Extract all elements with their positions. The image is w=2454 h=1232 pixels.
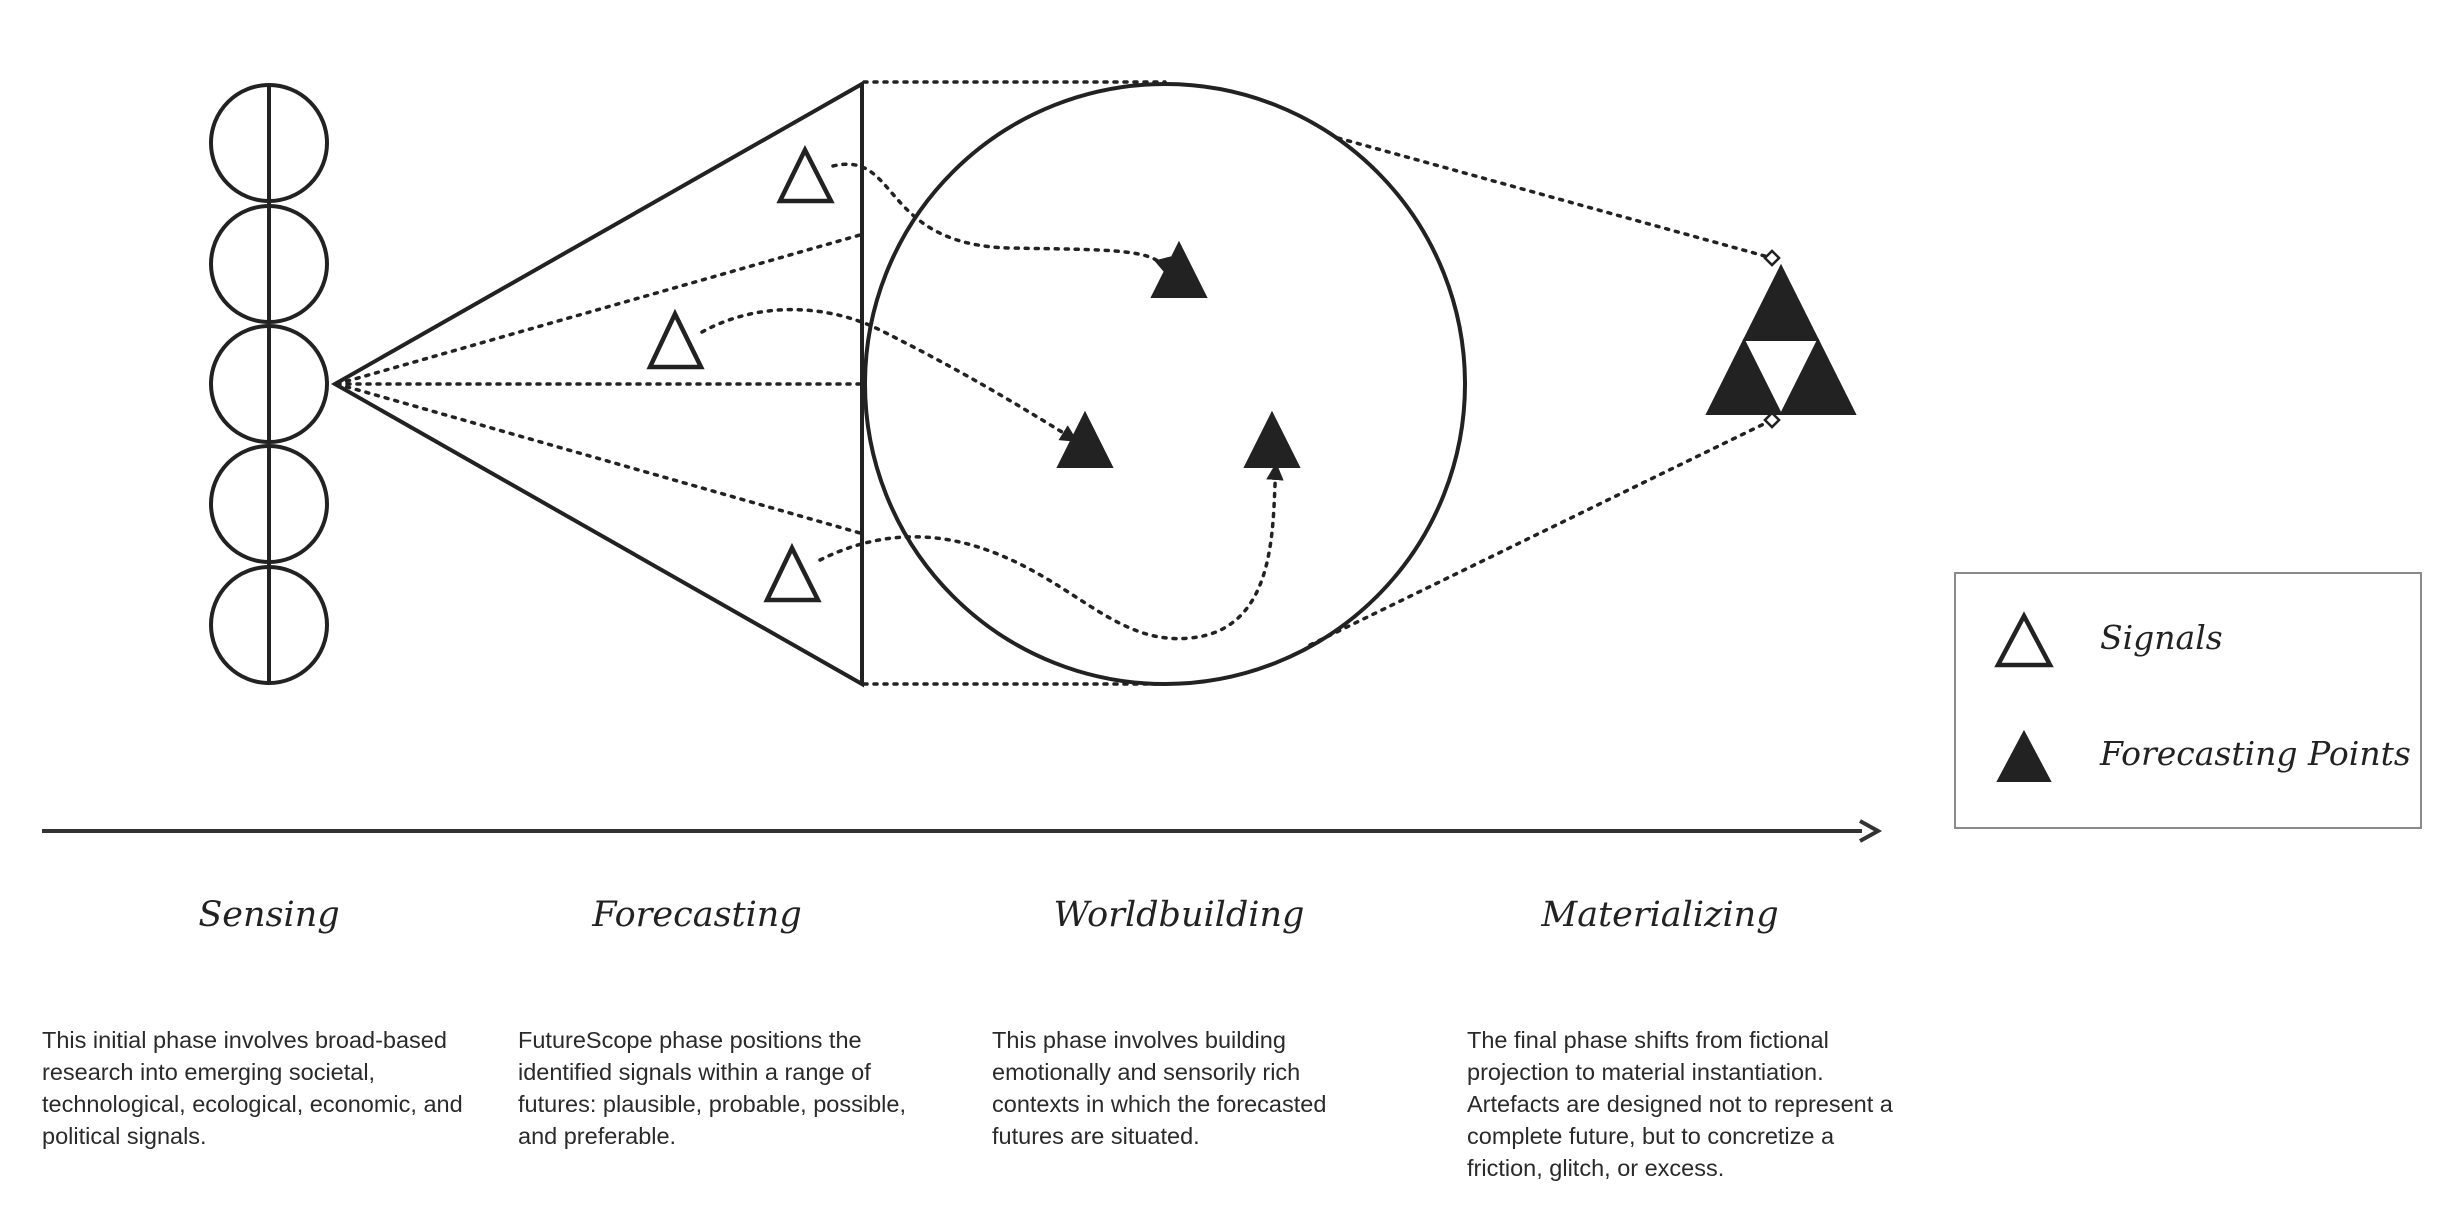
phase-description-sensing: This initial phase involves broad-based … [42, 1027, 463, 1149]
cone-to-world-connectors [862, 80, 1167, 686]
sensing-circles [209, 83, 329, 685]
artefact-triangle-top [1742, 263, 1820, 341]
legend: Signals Forecasting Points [1954, 572, 2422, 829]
legend-label-signals: Signals [2100, 618, 2223, 657]
phase-description-worldbuilding: This phase involves building emotionally… [992, 1027, 1327, 1149]
signal-icon [776, 144, 835, 204]
forecasting-cone [330, 80, 864, 688]
connector-node-top [1763, 249, 1781, 267]
phase-title-sensing: Sensing [198, 895, 340, 935]
signal-trajectories [700, 162, 1284, 641]
phase-description-materializing: The final phase shifts from fictional pr… [1467, 1027, 1893, 1181]
worldbuilding-circle [863, 82, 1467, 686]
forecasting-point-icon [1150, 240, 1208, 298]
artefact-triangle-right [1779, 337, 1857, 415]
legend-label-forecasting-points: Forecasting Points [2100, 734, 2411, 773]
trajectory-3 [818, 462, 1284, 641]
artefact-triangle-left [1705, 337, 1783, 415]
legend-item-forecasting-points: Forecasting Points [1956, 722, 2420, 792]
trajectory-1 [831, 162, 1172, 276]
phase-title-forecasting: Forecasting [592, 895, 802, 935]
signal-icon [646, 308, 705, 370]
materializing-artefact [1705, 263, 1857, 415]
legend-item-signals: Signals [1956, 606, 2420, 676]
world-to-artefact-connectors [1308, 136, 1774, 647]
signals [646, 144, 835, 603]
connector-node-bottom [1763, 411, 1781, 429]
signal-icon [1994, 611, 2054, 668]
trajectory-2 [700, 307, 1078, 442]
forecasting-point-icon [1996, 729, 2052, 782]
signal-icon [763, 542, 822, 603]
phase-description-forecasting: FutureScope phase positions the identifi… [518, 1027, 906, 1149]
forecasting-points [1056, 240, 1301, 468]
forecasting-point-icon [1243, 410, 1301, 468]
phase-title-materializing: Materializing [1541, 895, 1779, 935]
cone-dotted-lines [335, 233, 862, 535]
forecasting-point-icon [1056, 410, 1114, 468]
phase-title-worldbuilding: Worldbuilding [1053, 895, 1305, 935]
timeline-arrowhead [1859, 819, 1883, 843]
